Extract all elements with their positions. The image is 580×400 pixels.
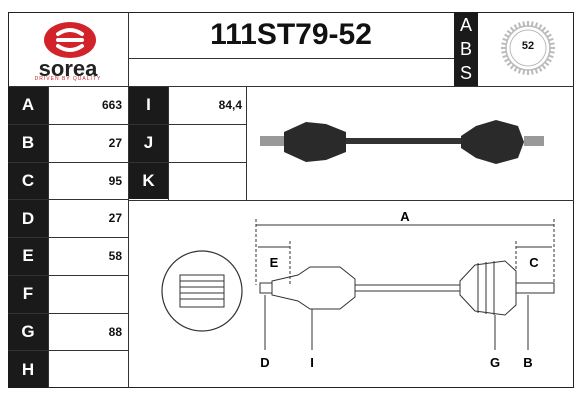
spec-value-a: 663 [101, 98, 122, 112]
diagram-label-i: I [310, 355, 314, 370]
logo-area: sorea DRIVEN BY QUALITY [8, 12, 128, 86]
spec-value-e: 58 [108, 249, 122, 263]
spec-value-c: 95 [108, 173, 122, 188]
spec-label-h: H [8, 351, 48, 388]
diagram-label-d: D [260, 355, 269, 370]
brand-tagline: DRIVEN BY QUALITY [34, 76, 102, 82]
spec-label-a: A [8, 87, 48, 124]
spec-value-g: 88 [108, 324, 122, 339]
dimension-diagram: A E C D I G B [150, 205, 570, 385]
spec-value-i: 84,4 [218, 98, 242, 112]
diagram-label-b: B [523, 355, 532, 370]
diagram-label-e: E [270, 255, 279, 270]
spec-label-b: B [8, 124, 48, 162]
spec-label-g: G [8, 313, 48, 351]
abs-letter-a: A [459, 15, 472, 35]
abs-value: 52 [521, 40, 535, 52]
abs-column: A B S [454, 12, 478, 86]
shaft-photo [256, 112, 560, 172]
abs-letter-b: B [459, 39, 472, 59]
diagram-label-c: C [529, 255, 539, 270]
diagram-label-a: A [400, 209, 410, 224]
spec-value-b: 27 [108, 135, 122, 150]
diagram-label-g: G [490, 355, 500, 370]
spec-label-i: I [129, 87, 168, 124]
spec-label-c: C [8, 162, 48, 200]
spec-label-e: E [8, 238, 48, 275]
spec-label-d: D [8, 200, 48, 237]
part-number-title: 111ST79-52 [210, 18, 372, 51]
sorea-logo [44, 22, 96, 58]
spec-value-d: 27 [108, 211, 122, 226]
abs-letter-s: S [459, 63, 472, 83]
spec-label-k: K [129, 162, 168, 200]
abs-ring-icon [501, 21, 555, 75]
spec-label-f: F [8, 275, 48, 313]
abs-ring-area: 52 [478, 12, 574, 86]
brand-name: sorea [38, 56, 98, 81]
spec-label-j: J [129, 124, 168, 162]
